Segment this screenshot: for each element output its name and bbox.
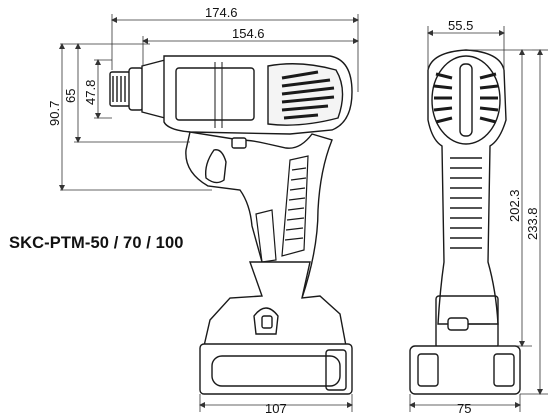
dim-overall-height: 233.8: [525, 207, 540, 240]
front-battery-icon: [409, 345, 521, 395]
dim-top-width: 55.5: [448, 18, 473, 33]
dim-body-length: 154.6: [232, 26, 265, 41]
dim-height-b: 65: [63, 89, 78, 103]
dim-handle-height: 202.3: [507, 189, 522, 222]
dim-height-c: 47.8: [83, 80, 98, 105]
model-label: SKC-PTM-50 / 70 / 100: [9, 234, 184, 252]
dim-battery-depth: 107: [265, 401, 287, 413]
front-grip-icon: [450, 157, 482, 249]
side-view-tool: [109, 55, 353, 395]
grip-icon: [255, 155, 309, 263]
switch-icon: [231, 137, 247, 149]
dim-battery-width: 75: [457, 401, 471, 413]
front-vent-icon: [459, 63, 473, 137]
latch-icon: [261, 315, 273, 329]
dim-overall-length: 174.6: [205, 5, 238, 20]
dimension-labels: 174.6 154.6 90.7 65 47.8 55.5 202.3 233.…: [47, 5, 540, 416]
dim-height-a: 90.7: [47, 101, 62, 126]
vent-icon: [281, 70, 335, 120]
dimension-lines: [59, 14, 548, 412]
front-view-tool: [409, 49, 521, 395]
